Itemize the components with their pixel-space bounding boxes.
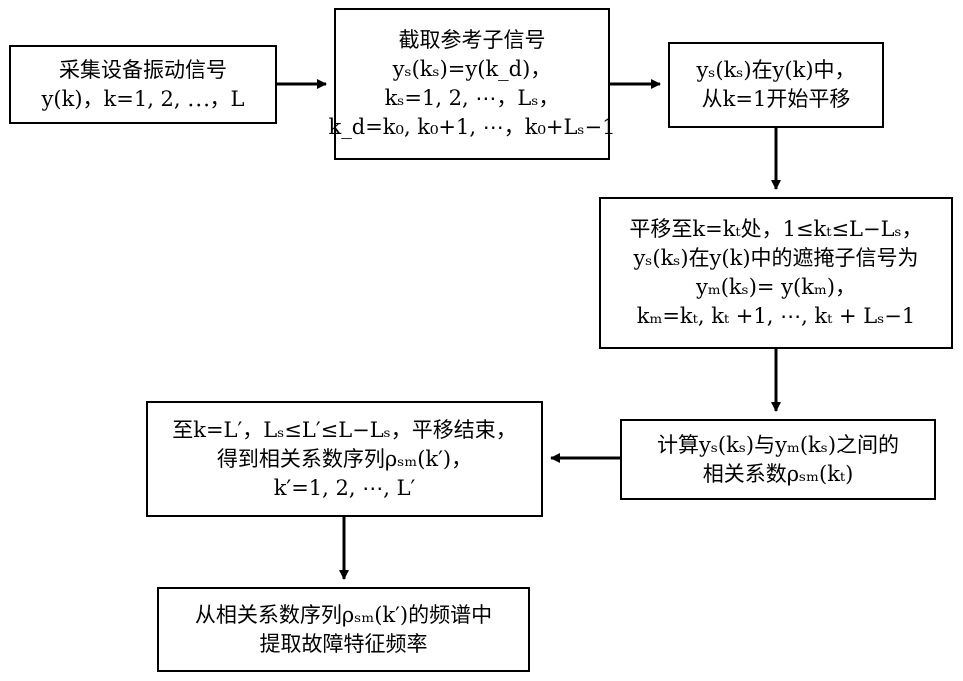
node-collect-line-1: 采集设备振动信号 (59, 56, 227, 85)
node-reference-line-3: kₛ=1, 2, ⋯，Lₛ， (385, 84, 560, 113)
node-correlate-line-1: 计算yₛ(kₛ)与yₘ(kₛ)之间的 (657, 431, 899, 460)
node-extract-line-1: 从相关系数序列ρₛₘ(k′)的频谱中 (195, 601, 492, 630)
node-correlation-coefficient: 计算yₛ(kₛ)与yₘ(kₛ)之间的 相关系数ρₛₘ(kₜ) (620, 419, 936, 500)
node-shift-line-1: yₛ(kₛ)在y(k)中， (696, 56, 855, 85)
node-sequence-line-2: 得到相关系数序列ρₛₘ(k′)， (217, 445, 472, 474)
node-mask-line-2: yₛ(kₛ)在y(k)中的遮掩子信号为 (633, 244, 918, 273)
node-reference-line-2: yₛ(kₛ)=y(k_d)， (393, 55, 552, 84)
node-collect-signal: 采集设备振动信号 y(k)，k=1, 2, ⋯，L (9, 45, 277, 124)
node-reference-line-1: 截取参考子信号 (399, 26, 546, 55)
node-reference-subsignal: 截取参考子信号 yₛ(kₛ)=y(k_d)， kₛ=1, 2, ⋯，Lₛ， k_… (334, 8, 610, 160)
node-extract-line-2: 提取故障特征频率 (260, 630, 428, 659)
node-correlate-line-2: 相关系数ρₛₘ(kₜ) (703, 460, 854, 489)
node-correlation-sequence: 至k=L′，Lₛ≤L′≤L−Lₛ，平移结束， 得到相关系数序列ρₛₘ(k′)， … (146, 401, 543, 517)
node-mask-line-1: 平移至k=kₜ处，1≤kₜ≤L−Lₛ， (629, 215, 922, 244)
node-mask-line-4: kₘ=kₜ, kₜ +1, ⋯, kₜ + Lₛ−1 (637, 302, 916, 331)
node-reference-line-4: k_d=k₀, k₀+1, ⋯，k₀+Lₛ−1 (329, 113, 616, 142)
node-shift-start: yₛ(kₛ)在y(k)中， 从k=1开始平移 (668, 42, 884, 128)
node-mask-subsignal: 平移至k=kₜ处，1≤kₜ≤L−Lₛ， yₛ(kₛ)在y(k)中的遮掩子信号为 … (599, 197, 953, 349)
node-sequence-line-3: k′=1, 2, ⋯, L′ (274, 474, 416, 503)
node-mask-line-3: yₘ(kₛ)= y(kₘ)， (696, 273, 856, 302)
node-collect-line-2: y(k)，k=1, 2, ⋯，L (42, 85, 245, 114)
node-sequence-line-1: 至k=L′，Lₛ≤L′≤L−Lₛ，平移结束， (172, 416, 517, 445)
node-extract-frequency: 从相关系数序列ρₛₘ(k′)的频谱中 提取故障特征频率 (157, 587, 530, 672)
node-shift-line-2: 从k=1开始平移 (702, 85, 851, 114)
